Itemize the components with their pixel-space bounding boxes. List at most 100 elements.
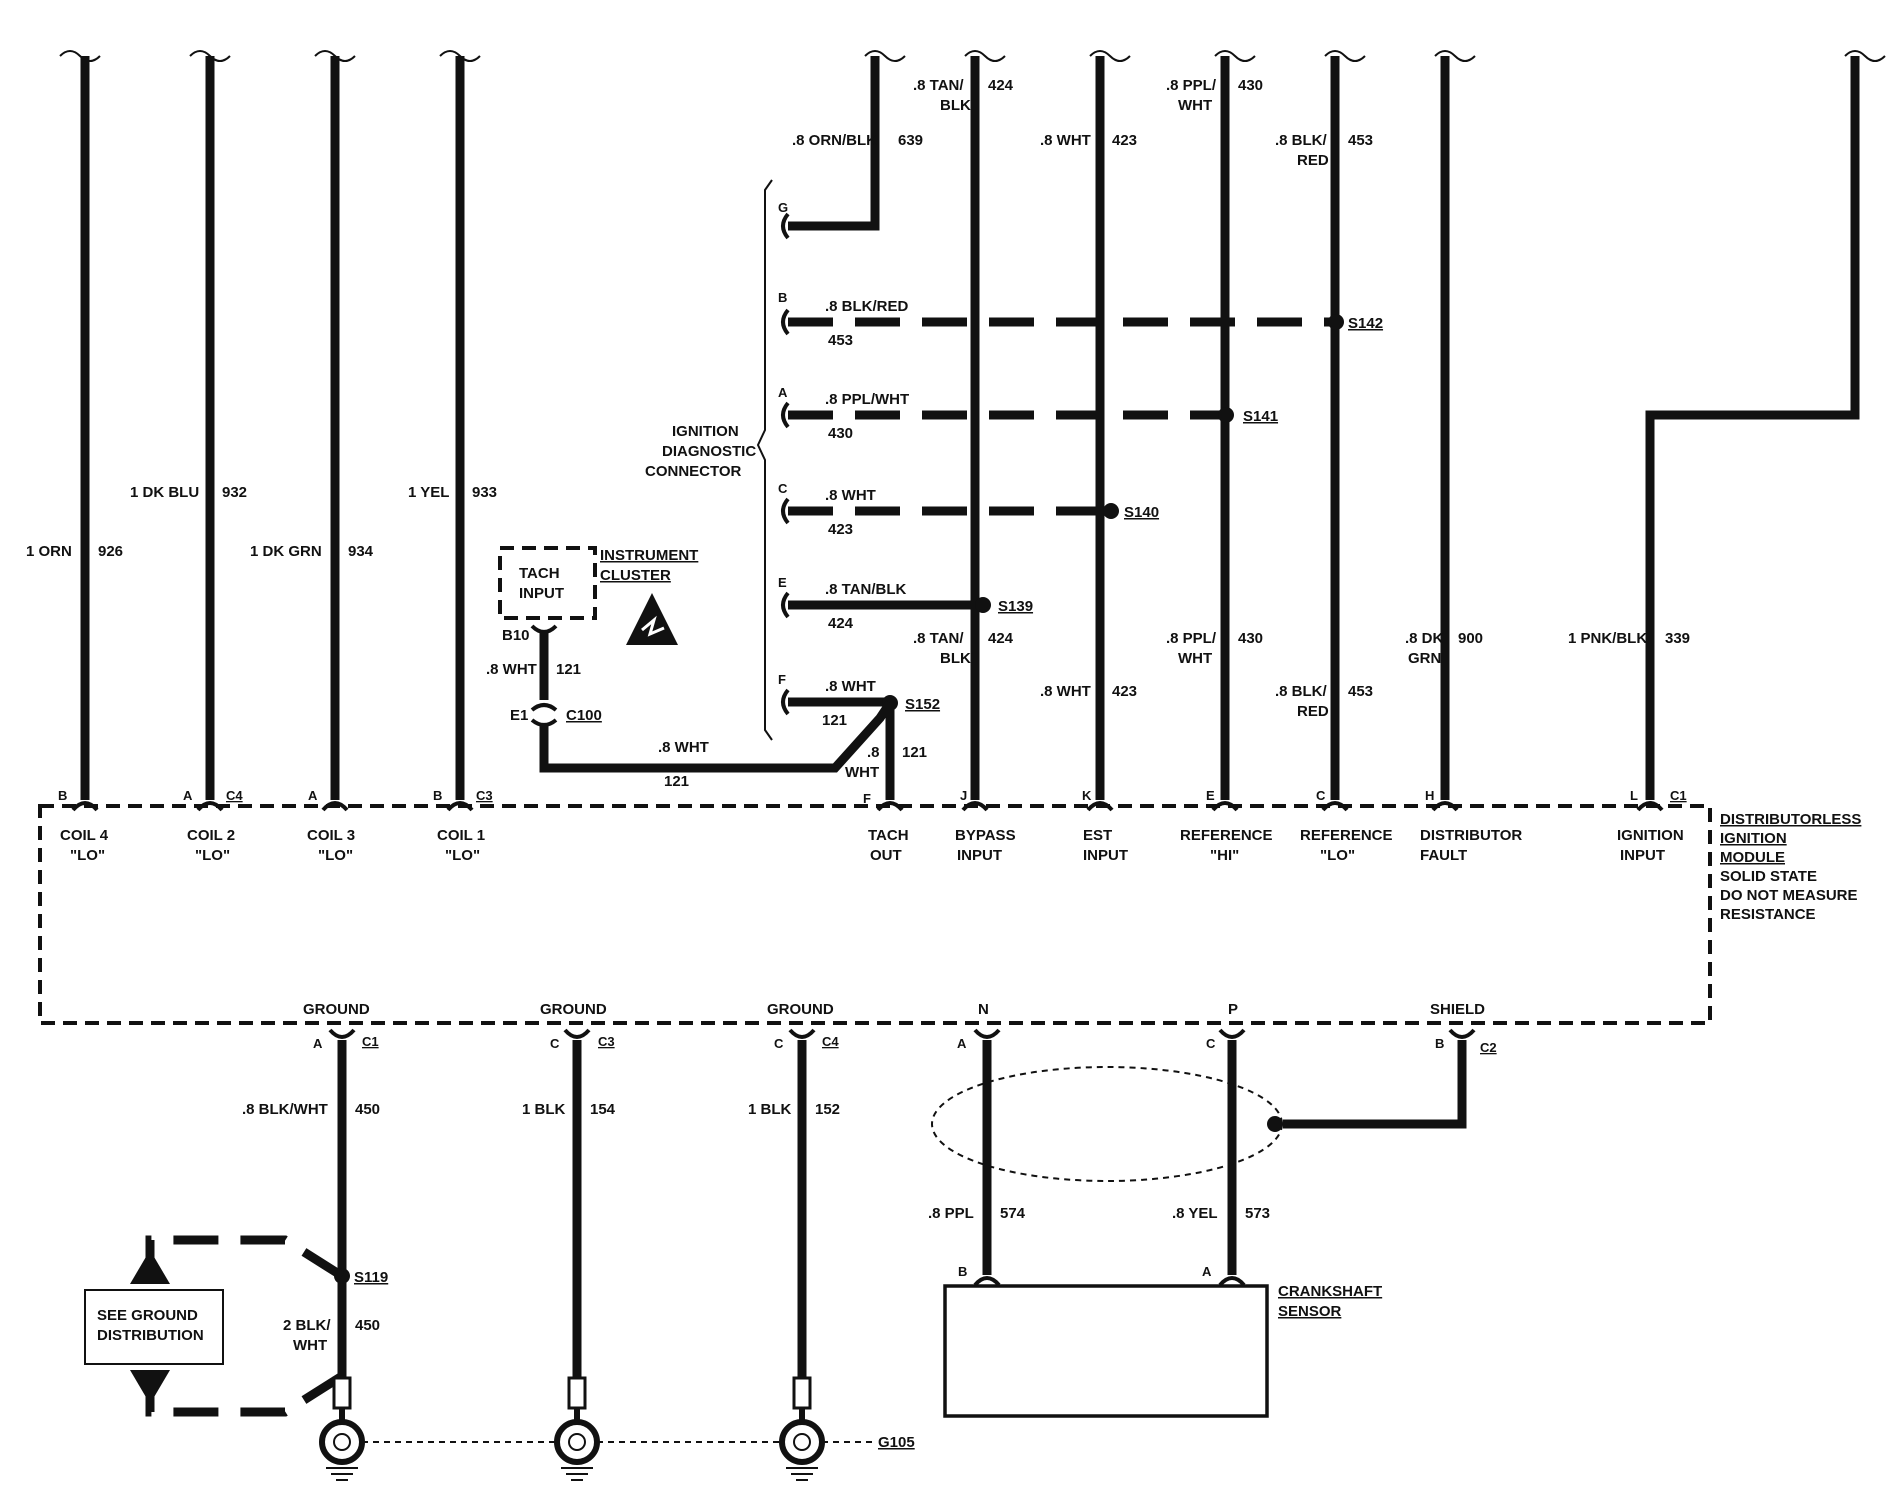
coil-wires (80, 56, 465, 800)
ground2-label: GROUND (540, 1001, 607, 1018)
p-pin: C (1206, 1036, 1216, 1051)
tach-out-gauge-1: .8 (867, 744, 880, 761)
ground1-label: GROUND (303, 1001, 370, 1018)
ground2-conn: C3 (598, 1034, 615, 1049)
tach-out-pin: F (863, 791, 871, 806)
tach-out-circuit: 121 (902, 744, 927, 761)
wire-574-circuit: 574 (1000, 1205, 1026, 1222)
ground-dist-upper-wire (145, 1235, 345, 1280)
module-top-terminals (71, 801, 1664, 812)
instrument-cluster-title-1: INSTRUMENT (600, 547, 698, 564)
module-input-wires (788, 56, 1860, 800)
wire-424-low-gauge-2: BLK (940, 650, 971, 667)
bypass-pin: J (960, 788, 967, 803)
wire-430-low-gauge-2: WHT (1178, 650, 1212, 667)
ground2-pin: C (550, 1036, 560, 1051)
coil4-pin: B (58, 788, 67, 803)
est-pin: K (1082, 788, 1092, 803)
module-bottom-terminals (328, 1028, 1476, 1039)
wire-639-circuit: 639 (898, 132, 923, 149)
wire-450-gauge: .8 BLK/WHT (242, 1101, 328, 1118)
diag-pin-e: E (778, 575, 787, 590)
ign-input-conn: C1 (1670, 788, 1687, 803)
wire-450-circuit: 450 (355, 1101, 380, 1118)
ignition-module-outline (38, 804, 1712, 1025)
ref-hi-label-1: REFERENCE (1180, 827, 1273, 844)
ground1-conn: C1 (362, 1034, 379, 1049)
tach-out-label-2: OUT (870, 847, 902, 864)
wire-453-gauge-1: .8 BLK/ (1275, 132, 1328, 149)
tach-run-circuit: 121 (664, 773, 689, 790)
wire-break-symbols (59, 50, 1886, 62)
coil1-label-2: "LO" (445, 847, 480, 864)
see-ground-2: DISTRIBUTION (97, 1327, 204, 1344)
module-note-2: DO NOT MEASURE (1720, 887, 1858, 904)
instrument-cluster-title-2: CLUSTER (600, 567, 671, 584)
shield-label: SHIELD (1430, 1001, 1485, 1018)
ground-lug-2-icon (554, 1376, 600, 1481)
wire-339 (1645, 56, 1860, 800)
instrument-cluster-box (498, 546, 597, 620)
wire-shield-drain (1283, 1040, 1467, 1129)
ref-lo-pin: C (1316, 788, 1326, 803)
tach-wire-circuit: 121 (556, 661, 581, 678)
splice-s142 (1328, 314, 1344, 330)
n-label: N (978, 1001, 989, 1018)
crank-sensor-title-1: CRANKSHAFT (1278, 1283, 1382, 1300)
diag-pin-e-terminal (781, 591, 790, 619)
wire-424-low-gauge-1: .8 TAN/ (913, 630, 964, 647)
dist-fault-label-2: FAULT (1420, 847, 1467, 864)
diag-a-gauge: .8 PPL/WHT (825, 391, 909, 408)
coil1-pin: B (433, 788, 442, 803)
wire-453-circuit: 453 (1348, 132, 1373, 149)
wire-453-low-gauge-1: .8 BLK/ (1275, 683, 1328, 700)
wire-926-circuit: 926 (98, 543, 123, 560)
wire-423-low-gauge: .8 WHT (1040, 683, 1091, 700)
esd-warning-icon (626, 593, 678, 645)
wire-639-gauge: .8 ORN/BLK (792, 132, 877, 149)
ref-lo-label-2: "LO" (1320, 847, 1355, 864)
wire-430-circuit: 430 (1238, 77, 1263, 94)
wire-453-gauge-2: RED (1297, 152, 1329, 169)
diag-pin-b: B (778, 290, 787, 305)
coil4-label-2: "LO" (70, 847, 105, 864)
coil2-label-2: "LO" (195, 847, 230, 864)
tach-out-gauge-2: WHT (845, 764, 879, 781)
diag-c-gauge: .8 WHT (825, 487, 876, 504)
ground1-pin: A (313, 1036, 323, 1051)
ground-dist-down-arrow (130, 1370, 170, 1404)
tach-input-2: INPUT (519, 585, 564, 602)
ground-dist-lower-wire (145, 1372, 345, 1417)
wire-430-gauge-2: WHT (1178, 97, 1212, 114)
diag-connector-label-2: DIAGNOSTIC (662, 443, 756, 460)
ign-input-pin: L (1630, 788, 1638, 803)
coil3-label-1: COIL 3 (307, 827, 355, 844)
diag-pin-c-terminal (781, 497, 790, 525)
wire-430-gauge-1: .8 PPL/ (1166, 77, 1217, 94)
crank-pin-a: A (1202, 1264, 1212, 1279)
est-label-1: EST (1083, 827, 1112, 844)
wire-450-low-gauge-1: 2 BLK/ (283, 1317, 331, 1334)
est-label-2: INPUT (1083, 847, 1128, 864)
wire-933-circuit: 933 (472, 484, 497, 501)
wire-424-gauge-2: BLK (940, 97, 971, 114)
ground-lug-1-icon (319, 1376, 365, 1481)
module-note-3: RESISTANCE (1720, 906, 1816, 923)
dist-fault-label-1: DISTRIBUTOR (1420, 827, 1522, 844)
splice-s152-label: S152 (905, 696, 940, 713)
ground-lug-3-icon (779, 1376, 825, 1481)
wire-424-gauge-1: .8 TAN/ (913, 77, 964, 94)
module-note-1: SOLID STATE (1720, 868, 1817, 885)
tach-out-label-1: TACH (868, 827, 909, 844)
crank-pin-a-terminal (1218, 1276, 1246, 1287)
crank-pin-b-terminal (973, 1276, 1001, 1287)
coil1-label-1: COIL 1 (437, 827, 485, 844)
splice-s139-label: S139 (998, 598, 1033, 615)
wire-423-circuit: 423 (1112, 132, 1137, 149)
diag-pin-a: A (778, 385, 788, 400)
module-title-3: MODULE (1720, 849, 1785, 866)
wire-450-low-gauge-2: WHT (293, 1337, 327, 1354)
diag-connector-bracket (756, 179, 773, 741)
diag-e-circuit: 424 (828, 615, 854, 632)
diag-b-circuit: 453 (828, 332, 853, 349)
